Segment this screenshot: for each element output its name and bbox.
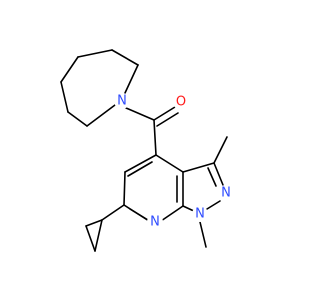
bond bbox=[199, 221, 207, 248]
bond bbox=[94, 219, 103, 252]
bond bbox=[67, 111, 88, 127]
bond bbox=[124, 154, 157, 173]
bond bbox=[85, 219, 103, 227]
bond bbox=[60, 81, 69, 113]
pyrazole-nitrogen-1-label: N bbox=[195, 207, 205, 222]
bond bbox=[123, 171, 126, 206]
bond bbox=[155, 154, 184, 173]
bond bbox=[213, 162, 224, 186]
bond bbox=[77, 49, 113, 58]
bond bbox=[101, 204, 125, 221]
molecule-drawing: N O N N N bbox=[60, 49, 234, 252]
bond bbox=[207, 167, 217, 187]
carbonyl-oxygen-label: O bbox=[176, 95, 186, 110]
bond bbox=[213, 136, 228, 164]
bond bbox=[160, 205, 184, 222]
bond bbox=[125, 107, 155, 121]
bond bbox=[182, 162, 215, 173]
bond bbox=[124, 64, 139, 94]
bonds bbox=[60, 49, 228, 252]
bond bbox=[127, 161, 153, 177]
bond bbox=[156, 112, 179, 127]
azepane-nitrogen-label: N bbox=[117, 94, 127, 109]
bond bbox=[206, 200, 221, 210]
bond bbox=[86, 101, 120, 127]
bond bbox=[85, 225, 96, 252]
bond bbox=[153, 106, 176, 121]
bond bbox=[60, 56, 79, 83]
bond bbox=[129, 208, 149, 221]
bond bbox=[111, 49, 139, 66]
pyridine-nitrogen-label: N bbox=[150, 215, 160, 230]
atom-labels: N O N N N bbox=[114, 93, 234, 230]
bond bbox=[153, 119, 157, 156]
pyrazole-nitrogen-2-label: N bbox=[221, 186, 231, 201]
structure-diagram: N O N N N bbox=[60, 49, 234, 252]
